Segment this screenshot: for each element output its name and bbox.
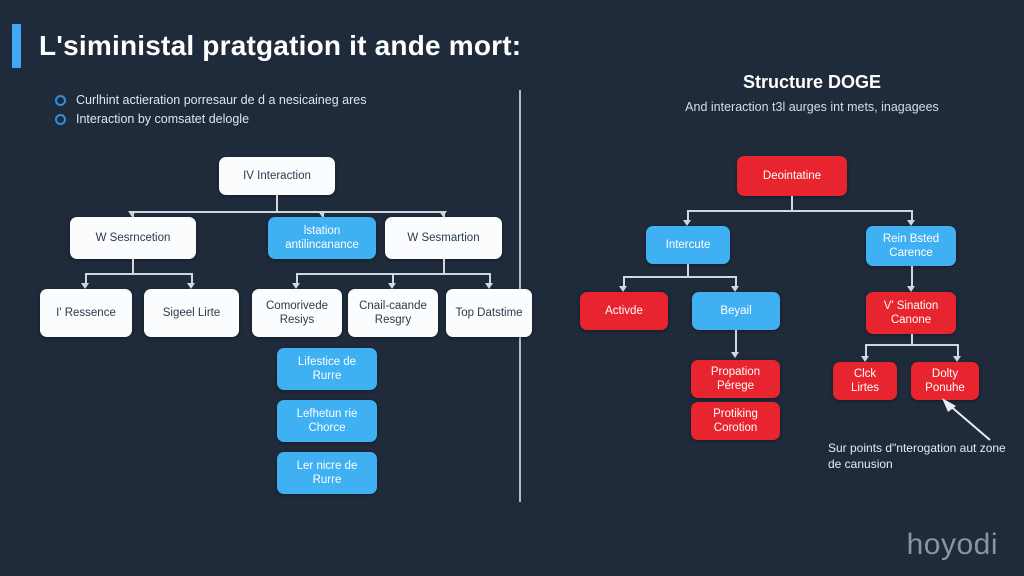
connector bbox=[191, 273, 193, 283]
right-branch-left-parent[interactable]: Intercute bbox=[646, 226, 730, 264]
connector bbox=[489, 273, 491, 283]
connector bbox=[132, 211, 443, 213]
bullet-list: Curlhint actieration porresaur de d a ne… bbox=[55, 93, 366, 131]
left-level2-node-1[interactable]: W Sesrncetion bbox=[70, 217, 196, 259]
left-blue-node-2[interactable]: Lefhetun rie Chorce bbox=[277, 400, 377, 442]
right-diagram-header: Structure DOGE And interaction t3l aurge… bbox=[600, 72, 1024, 116]
connector bbox=[132, 259, 134, 273]
arrow-icon bbox=[861, 356, 869, 362]
arrow-icon bbox=[731, 286, 739, 292]
connector bbox=[791, 196, 793, 210]
arrow-icon bbox=[683, 220, 691, 226]
arrow-icon bbox=[907, 220, 915, 226]
right-branch-left-child-1[interactable]: Activde bbox=[580, 292, 668, 330]
right-branch-right-leaf-2[interactable]: Dolty Ponuhe bbox=[911, 362, 979, 400]
arrow-icon bbox=[292, 283, 300, 289]
left-blue-node-3[interactable]: Ler nicre de Rurre bbox=[277, 452, 377, 494]
connector bbox=[687, 264, 689, 276]
right-branch-right-parent[interactable]: Rein Bsted Carence bbox=[866, 226, 956, 266]
page-title: L'siministal pratgation it ande mort: bbox=[12, 24, 521, 68]
connector bbox=[443, 259, 445, 273]
arrow-icon bbox=[388, 283, 396, 289]
connector bbox=[623, 276, 736, 278]
left-leaf-node-5[interactable]: Top Datstime bbox=[446, 289, 532, 337]
arrow-icon bbox=[439, 211, 447, 217]
connector bbox=[85, 273, 87, 283]
right-branch-left-child-2[interactable]: Beyail bbox=[692, 292, 780, 330]
connector bbox=[392, 273, 394, 283]
arrow-icon bbox=[485, 283, 493, 289]
bullet-label: Curlhint actieration porresaur de d a ne… bbox=[76, 93, 367, 107]
left-leaf-node-1[interactable]: I' Ressence bbox=[40, 289, 132, 337]
connector bbox=[911, 266, 913, 286]
connector bbox=[687, 210, 911, 212]
left-level2-node-2[interactable]: lstation antilincanance bbox=[268, 217, 376, 259]
watermark-logo: hoyodi bbox=[906, 528, 998, 561]
arrow-icon bbox=[619, 286, 627, 292]
right-branch-right-child[interactable]: V' Sination Canone bbox=[866, 292, 956, 334]
bullet-circle-icon bbox=[55, 113, 66, 125]
list-item: Interaction by comsatet delogle bbox=[55, 112, 366, 126]
connector bbox=[735, 330, 737, 352]
connector bbox=[276, 195, 278, 211]
left-leaf-node-2[interactable]: Sigeel Lirte bbox=[144, 289, 239, 337]
connector bbox=[735, 276, 737, 286]
arrow-icon bbox=[187, 283, 195, 289]
right-diagram-subtitle: And interaction t3l aurges int mets, ina… bbox=[685, 100, 939, 114]
left-blue-node-1[interactable]: Lifestice de Rurre bbox=[277, 348, 377, 390]
title-text: L'siministal pratgation it ande mort: bbox=[39, 30, 522, 61]
arrow-icon bbox=[128, 211, 136, 217]
connector bbox=[623, 276, 625, 286]
arrow-icon bbox=[318, 211, 326, 217]
arrow-icon bbox=[907, 286, 915, 292]
arrow-icon bbox=[81, 283, 89, 289]
connector bbox=[911, 210, 913, 220]
left-leaf-node-4[interactable]: Cnail-caande Resgry bbox=[348, 289, 438, 337]
list-item: Curlhint actieration porresaur de d a ne… bbox=[55, 93, 366, 107]
bullet-label: Interaction by comsatet delogle bbox=[76, 112, 250, 126]
right-branch-right-leaf-1[interactable]: Clck Lirtes bbox=[833, 362, 897, 400]
right-branch-left-tail-2[interactable]: Protiking Corotion bbox=[691, 402, 780, 440]
arrow-icon bbox=[731, 352, 739, 358]
connector bbox=[85, 273, 192, 275]
right-branch-left-tail-1[interactable]: Propation Pérege bbox=[691, 360, 780, 398]
left-root-node[interactable]: IV Interaction bbox=[219, 157, 335, 195]
bullet-circle-icon bbox=[55, 94, 66, 106]
connector bbox=[957, 344, 959, 356]
left-leaf-node-3[interactable]: Comorivede Resiys bbox=[252, 289, 342, 337]
right-root-node[interactable]: Deointatine bbox=[737, 156, 847, 196]
right-diagram-title: Structure DOGE bbox=[742, 72, 882, 92]
connector bbox=[865, 344, 957, 346]
annotation-arrow-icon bbox=[942, 398, 991, 441]
connector bbox=[865, 344, 867, 356]
connector bbox=[687, 210, 689, 220]
arrow-icon bbox=[953, 356, 961, 362]
annotation-text: Sur points d"nterogation aut zone de can… bbox=[828, 441, 1006, 472]
title-accent-bar bbox=[12, 24, 21, 68]
left-level2-node-3[interactable]: W Sesmartion bbox=[385, 217, 502, 259]
connector bbox=[911, 334, 913, 344]
connector bbox=[296, 273, 298, 283]
